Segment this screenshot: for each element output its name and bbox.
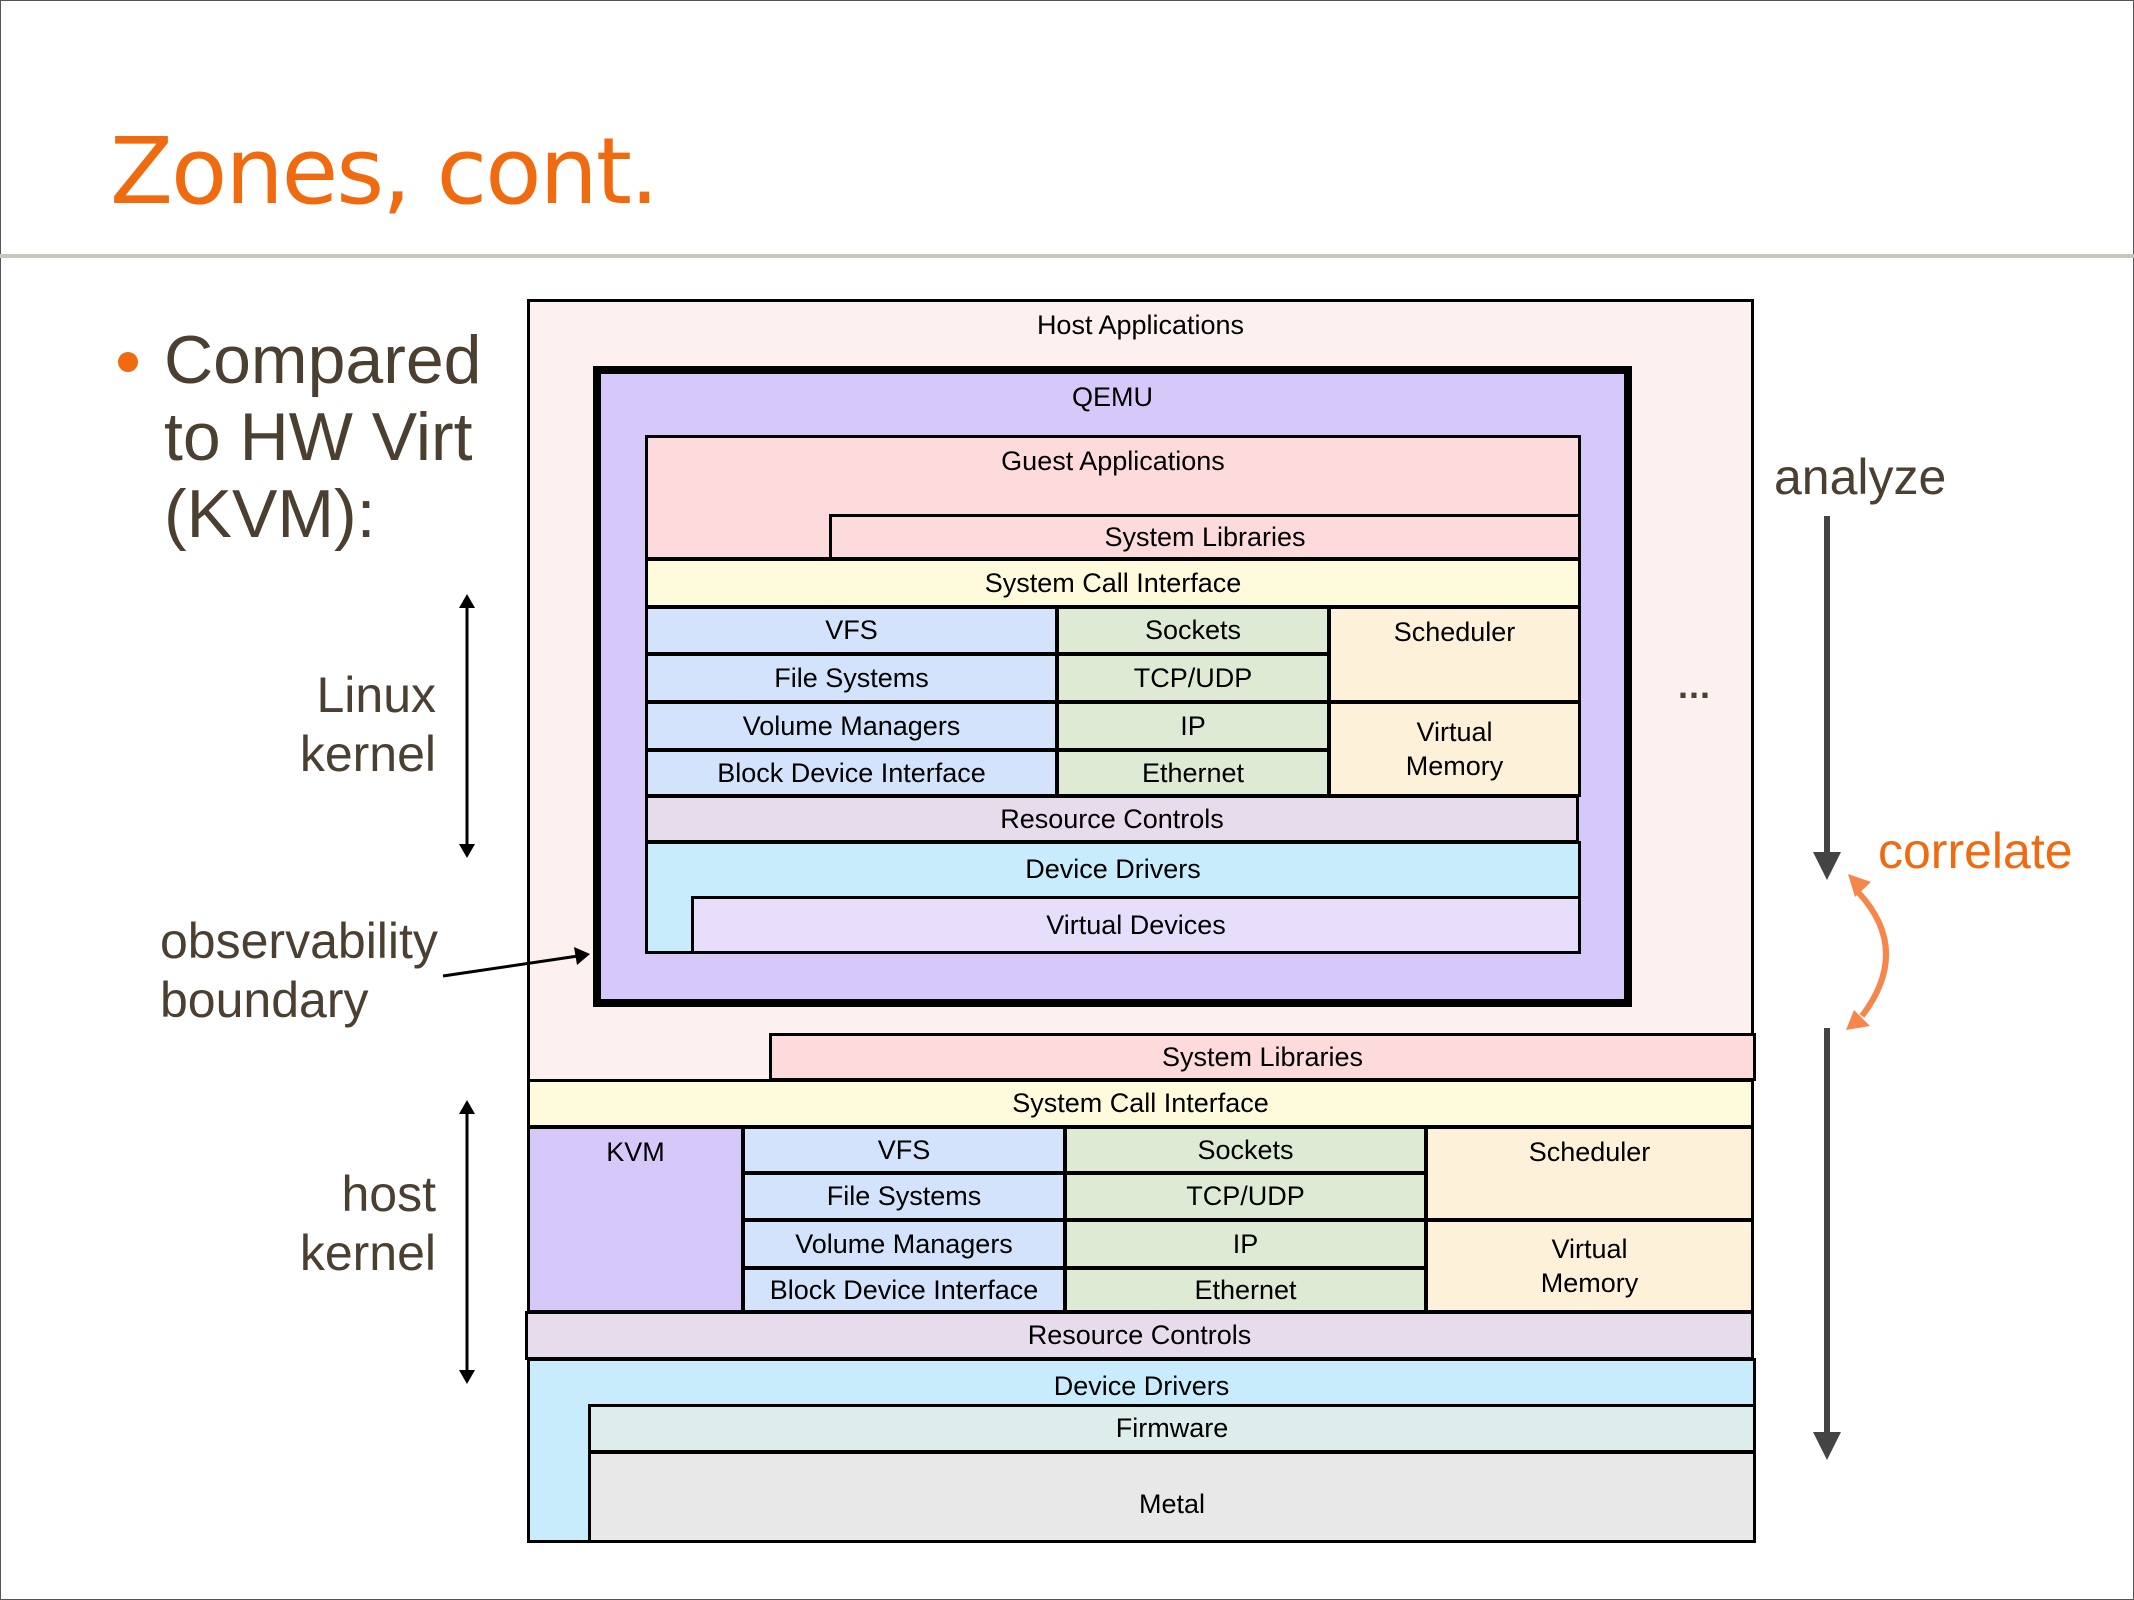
host-vfs-box: VFS (742, 1126, 1066, 1174)
host-ip-box: IP (1064, 1219, 1427, 1269)
guest-vfs-label: VFS (825, 615, 878, 645)
guest-sockets-label: Sockets (1144, 615, 1242, 645)
metal-box: Metal (588, 1451, 1756, 1543)
guest-virtual-devices-box: Virtual Devices (691, 896, 1581, 954)
guest-syscall-label: System Call Interface (984, 567, 1242, 598)
host-resource-controls-box: Resource Controls (525, 1311, 1754, 1360)
host-sockets-label: Sockets (1197, 1134, 1294, 1165)
kvm-box: KVM (527, 1126, 744, 1313)
observability-pointer-arrow-icon (442, 947, 590, 978)
ellipsis-label: ... (1678, 665, 1712, 706)
host-resource-controls-label: Resource Controls (1027, 1320, 1252, 1350)
host-vfs-label: VFS (877, 1134, 931, 1165)
correlate-arrow-icon (1846, 874, 1889, 1030)
guest-ip-label: IP (1180, 710, 1206, 741)
guest-file-systems-label: File Systems (774, 662, 929, 693)
host-tcp-udp-box: TCP/UDP (1064, 1172, 1427, 1221)
correlate-label: correlate (1878, 823, 2073, 879)
host-block-device-label: Block Device Interface (769, 1274, 1039, 1305)
guest-resource-controls-label: Resource Controls (1000, 803, 1224, 834)
host-scheduler-box: Scheduler (1425, 1126, 1754, 1221)
host-sockets-box: Sockets (1064, 1126, 1427, 1174)
host-ethernet-label: Ethernet (1194, 1274, 1297, 1305)
guest-resource-controls-box: Resource Controls (645, 795, 1579, 843)
analyze-lower-arrow-icon (1813, 1028, 1841, 1460)
guest-system-libraries-label: System Libraries (1104, 521, 1306, 552)
analyze-arrow-icon (1813, 516, 1841, 880)
host-kernel-span-arrow-icon (459, 1100, 475, 1384)
host-virtual-memory-box: Virtual Memory (1425, 1219, 1754, 1313)
kvm-label: KVM (606, 1137, 665, 1167)
host-scheduler-label: Scheduler (1528, 1137, 1651, 1167)
guest-file-systems-box: File Systems (645, 653, 1058, 703)
guest-virtual-devices-label: Virtual Devices (1046, 909, 1226, 940)
host-applications-label: Host Applications (1036, 310, 1245, 340)
linux-kernel-span-arrow-icon (459, 594, 475, 858)
guest-block-device-box: Block Device Interface (645, 749, 1058, 797)
qemu-label: QEMU (1072, 382, 1153, 412)
analyze-label: analyze (1774, 449, 1947, 505)
host-device-drivers-label: Device Drivers (1053, 1371, 1230, 1401)
guest-block-device-label: Block Device Interface (717, 757, 986, 788)
guest-ethernet-box: Ethernet (1056, 749, 1330, 797)
guest-scheduler-label: Scheduler (1393, 617, 1516, 647)
bullet-icon (118, 352, 138, 372)
linux-kernel-label: Linux kernel (299, 667, 436, 782)
guest-ethernet-label: Ethernet (1141, 757, 1245, 788)
guest-virtual-memory-label: Virtual Memory (1405, 717, 1504, 781)
slide-title: Zones, cont. (110, 118, 659, 225)
host-file-systems-label: File Systems (826, 1181, 982, 1211)
host-tcp-udp-label: TCP/UDP (1186, 1181, 1305, 1211)
host-virtual-memory-label: Virtual Memory (1540, 1234, 1639, 1298)
host-kernel-label: host kernel (299, 1166, 436, 1281)
guest-device-drivers-label: Device Drivers (1025, 854, 1201, 884)
guest-tcp-udp-label: TCP/UDP (1133, 662, 1253, 693)
observability-boundary-label: observability boundary (160, 913, 438, 1028)
host-ip-label: IP (1232, 1228, 1259, 1259)
host-file-systems-box: File Systems (742, 1172, 1066, 1221)
guest-applications-label: Guest Applications (1001, 446, 1225, 476)
guest-tcp-udp-box: TCP/UDP (1056, 653, 1330, 703)
guest-virtual-memory-box: Virtual Memory (1328, 701, 1581, 797)
guest-sockets-box: Sockets (1056, 606, 1330, 655)
firmware-label: Firmware (1115, 1413, 1229, 1443)
host-system-libraries-label: System Libraries (1161, 1041, 1364, 1072)
metal-label: Metal (1138, 1488, 1206, 1519)
bullet-text: Compared to HW Virt (KVM): (164, 322, 482, 552)
host-syscall-label: System Call Interface (1012, 1088, 1269, 1118)
title-divider (0, 254, 2134, 258)
guest-volume-managers-label: Volume Managers (742, 710, 961, 741)
host-volume-managers-label: Volume Managers (795, 1228, 1013, 1259)
